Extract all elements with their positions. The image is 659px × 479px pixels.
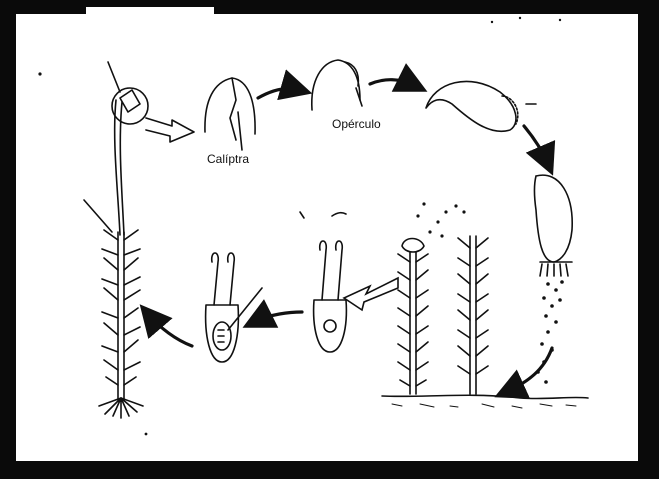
capsule-with-calyptra (205, 78, 255, 150)
capsule-with-operculum (312, 60, 362, 110)
archegonium-sperm-approach (300, 212, 346, 352)
spore-dispersing-capsule (535, 175, 573, 276)
hollow-arrow (344, 278, 398, 310)
sporophyte-plant (84, 62, 148, 418)
archegonium-fertilized (206, 253, 262, 362)
soil-line (382, 395, 588, 398)
opening-capsule (426, 81, 536, 131)
operculum-label: Opérculo (332, 117, 381, 131)
calyptra-label: Calíptra (207, 152, 249, 166)
gametophyte-plants (398, 236, 488, 394)
zoom-arrow (146, 118, 194, 142)
